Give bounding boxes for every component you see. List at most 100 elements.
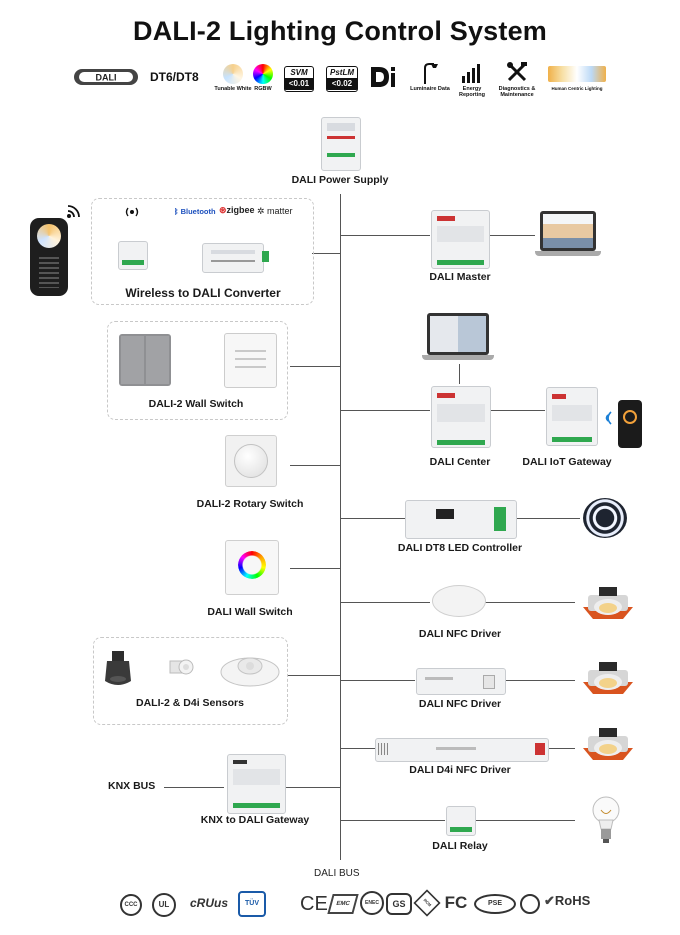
phone-dial — [623, 410, 637, 424]
cert-rcm: RCM — [413, 889, 441, 917]
cert-ce: CE — [300, 893, 328, 915]
nfc2-light-branch — [505, 680, 575, 681]
rotary-knob — [234, 444, 268, 478]
downlight-2 — [577, 660, 639, 700]
knx-bus-line — [164, 787, 224, 788]
cert-ul: UL — [152, 893, 176, 917]
matter-logo: ✲ matter — [257, 206, 293, 217]
light-bulb — [591, 795, 621, 847]
iot-gateway-device — [546, 387, 598, 446]
relay-bulb-branch — [475, 820, 575, 821]
d4i-logo — [369, 64, 399, 90]
sensor-black — [103, 651, 133, 687]
dt8-controller-device — [405, 500, 517, 539]
converter-terminal — [262, 251, 269, 262]
cert-fc: FC — [444, 893, 468, 912]
pstlm-top: PstLM — [330, 68, 354, 77]
dali-bus-main-line — [340, 194, 341, 860]
zigbee-logo: ⊛zigbee — [219, 205, 255, 216]
sensors-group — [93, 637, 288, 725]
wall-switch-2-group — [107, 321, 288, 420]
rotary-branch — [290, 465, 340, 466]
power-supply-device — [321, 117, 361, 171]
center-iot-branch — [490, 410, 545, 411]
gray-switch-device — [119, 334, 171, 386]
master-branch — [340, 235, 430, 236]
energy-reporting-label: Energy Reporting — [459, 86, 485, 98]
diagnostics-label: Diagnostics & Maintenance — [498, 86, 536, 98]
master-laptop-branch — [490, 235, 535, 236]
relay-branch — [340, 820, 445, 821]
luminaire-data-label: Luminaire Data — [410, 86, 450, 92]
iot-gateway-label: DALI IoT Gateway — [522, 456, 612, 468]
dali-wall-switch-device — [225, 540, 279, 595]
wall-switch-2-branch — [290, 366, 340, 367]
bluetooth-logo: ᛒ Bluetooth — [174, 207, 216, 216]
nfc-driver-2-device — [416, 668, 506, 695]
bluetooth-label: Bluetooth — [180, 207, 216, 216]
wireless-branch — [312, 253, 340, 254]
cert-enec: ENEC — [360, 891, 384, 915]
bluetooth-icon: ᛒ — [174, 207, 181, 216]
svm-bottom: <0.01 — [285, 78, 313, 90]
cert-emc: EMC — [327, 894, 359, 914]
rotary-switch-device — [225, 435, 277, 487]
tunable-white-label: Tunable White — [214, 86, 252, 92]
dt8-branch — [340, 518, 405, 519]
zigbee-icon: ⊛ — [219, 205, 227, 215]
d4i-driver-label: DALI D4i NFC Driver — [409, 764, 511, 776]
matter-label: matter — [267, 206, 293, 216]
dt8-strip-branch — [515, 518, 580, 519]
sensor-ceiling — [219, 650, 281, 690]
cert-pse: PSE — [474, 894, 516, 914]
wireless-converter-group — [91, 198, 314, 305]
svm-top: SVM — [290, 68, 308, 77]
nfc2-branch — [340, 680, 415, 681]
knx-bus-label: KNX BUS — [108, 780, 156, 792]
pstlm-bottom: <0.02 — [327, 78, 357, 90]
cert-rohs: ✔RoHS — [544, 893, 604, 909]
power-supply-label: DALI Power Supply — [291, 174, 389, 186]
center-laptop — [422, 313, 494, 363]
tunable-white-icon — [223, 64, 243, 84]
rf-icon — [124, 206, 140, 218]
cert-rus: cRUus — [189, 896, 228, 910]
nfc1-branch — [340, 602, 430, 603]
dali-logo: DALI — [73, 67, 139, 87]
page-title: DALI-2 Lighting Control System — [133, 16, 547, 46]
wireless-module-device — [118, 241, 148, 270]
rotary-switch-label: DALI-2 Rotary Switch — [196, 498, 304, 510]
dali-wall-switch-label: DALI Wall Switch — [207, 606, 293, 618]
rohs-check-icon: ✔ — [544, 893, 555, 908]
zigbee-label: zigbee — [226, 205, 255, 215]
white-switch-device — [224, 333, 277, 388]
led-strip-reel — [583, 498, 627, 538]
sensors-branch — [287, 675, 340, 676]
human-centric-icon — [548, 66, 606, 82]
sensor-small — [168, 656, 194, 678]
dali-relay-device — [446, 806, 476, 836]
d4i-branch — [340, 748, 375, 749]
dali-logo-text: DALI — [96, 73, 117, 83]
downlight-1 — [577, 585, 639, 625]
master-laptop — [535, 211, 601, 261]
dali-master-device — [431, 210, 490, 269]
cert-ccc: CCC — [120, 894, 142, 916]
downlight-3 — [577, 726, 639, 766]
dali-relay-label: DALI Relay — [432, 840, 488, 852]
remote-color-wheel — [37, 224, 61, 248]
knx-gateway-label: KNX to DALI Gateway — [200, 814, 310, 826]
center-branch — [340, 410, 430, 411]
pstlm-badge: PstLM <0.02 — [326, 66, 358, 92]
luminaire-data-icon — [421, 62, 439, 84]
cert-gs: GS — [386, 893, 412, 915]
human-centric-label: Human Centric Lighting — [551, 86, 603, 91]
wall-switch-2-label: DALI-2 Wall Switch — [148, 398, 244, 410]
nfc1-light-branch — [485, 602, 575, 603]
nfc-driver-2-label: DALI NFC Driver — [418, 698, 502, 710]
smartphone — [618, 400, 642, 448]
dali-master-label: DALI Master — [429, 271, 491, 283]
dt-badge: DT6/DT8 — [150, 70, 199, 84]
svm-badge: SVM <0.01 — [284, 66, 314, 92]
dali-center-device — [431, 386, 491, 448]
